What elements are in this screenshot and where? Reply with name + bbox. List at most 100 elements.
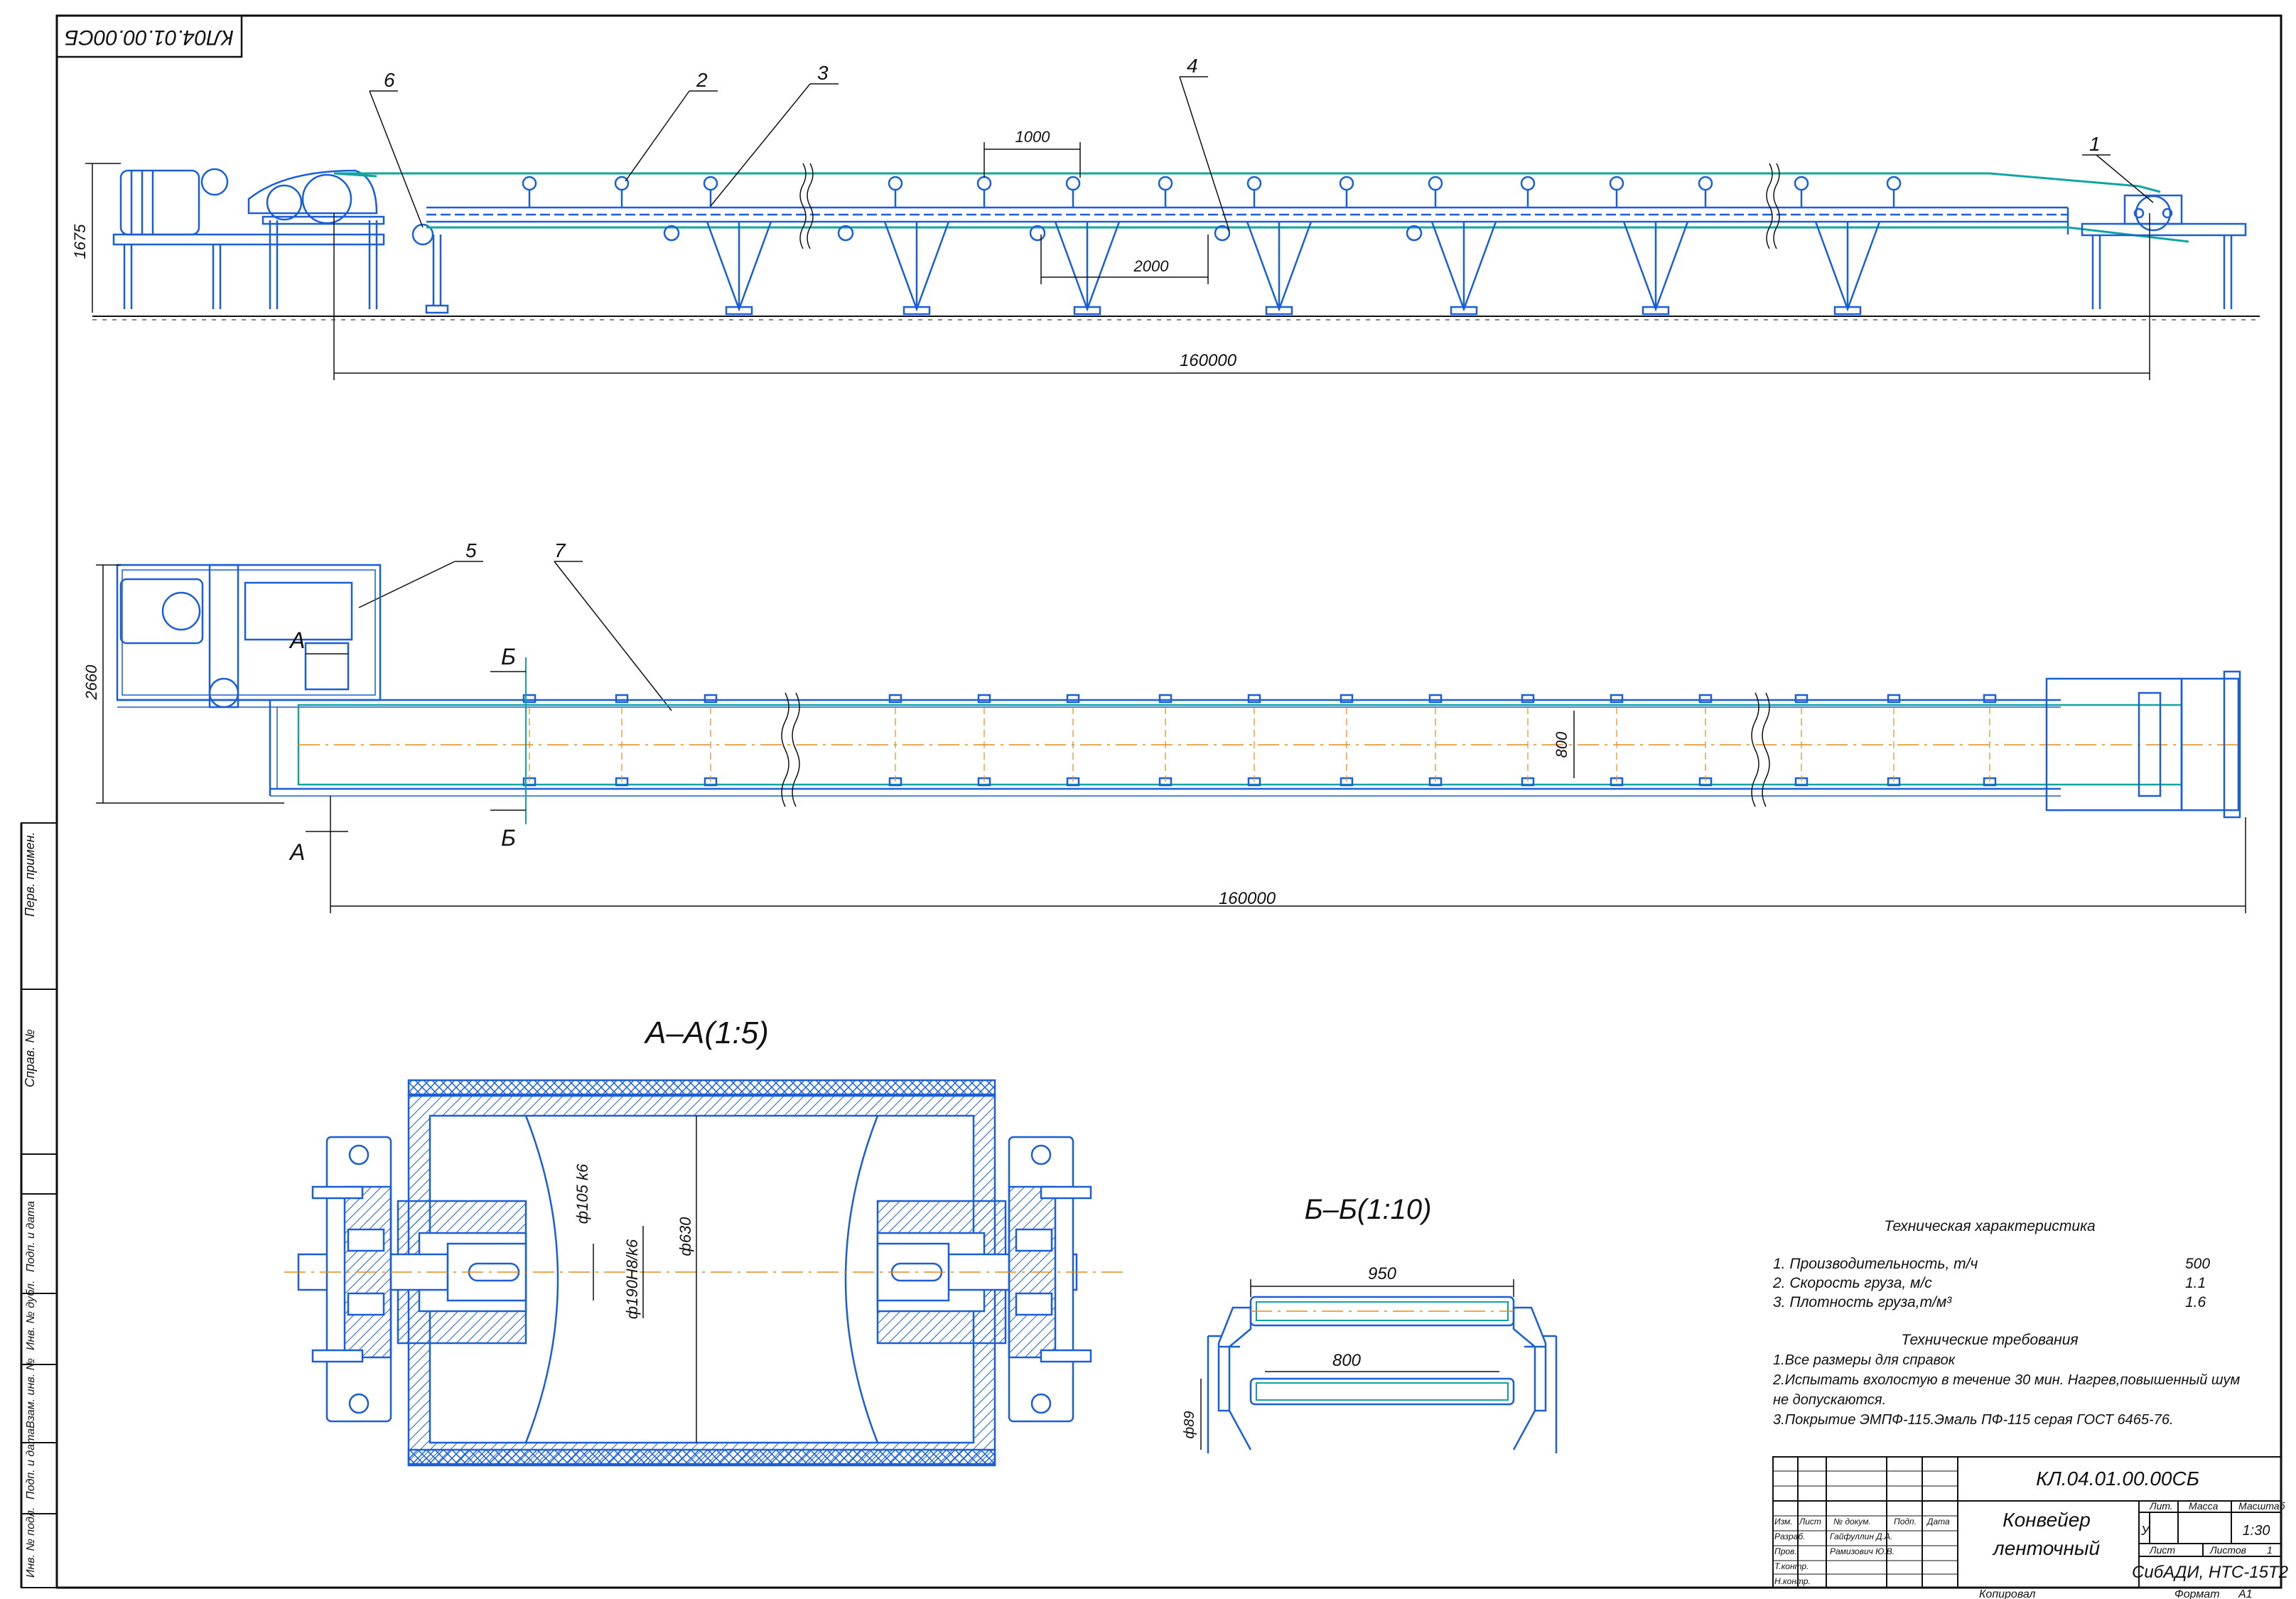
spec-3-value: 1.6 [2185,1294,2206,1310]
section-bb-title: Б–Б(1:10) [1305,1194,1432,1225]
dim-belt: 800 [1553,731,1570,758]
section-aa [284,1079,1123,1467]
section-b-bottom: Б [501,825,516,851]
side-stamp: Перв. примен. Справ. № Подп. и дата Инв.… [21,822,58,1588]
section-bb-dims [1200,1279,1514,1450]
plan-idler-top [522,694,537,704]
plan-idler-top [1887,694,1901,704]
leg-foot [1073,306,1101,316]
side-view [92,163,2260,321]
upper-idler [1158,176,1173,191]
plan-view [116,564,2241,819]
tb-lit-value: У [2140,1524,2150,1538]
title-block-text: КЛ.04.01.00.00СБ Конвейер ленточный Лит.… [1774,1468,2288,1599]
tb-name-row-1: Гайфуллин Д.А. [1830,1531,1892,1541]
requirement-3: не допускаются. [1773,1392,1886,1408]
plan-idler-rows [522,694,1997,787]
side-dimensions [85,142,2150,380]
plan-idler-top [1983,694,1997,704]
stamp-podp1: Подп. и дата [25,1201,37,1272]
tb-hdr-list: Лист [1799,1517,1821,1527]
requirements-title: Технические требования [1901,1332,2078,1348]
tb-format: Формат [2174,1588,2220,1599]
dim-bearing: ф190Н8/k6 [623,1239,641,1319]
plan-idler-top [704,694,718,704]
callout-2: 2 [696,69,708,91]
spec-2-label: 2. Скорость груза, м/с [1772,1275,1932,1291]
tb-role-1: Разраб. [1774,1531,1805,1541]
requirement-4: 3.Покрытие ЭМПФ-115.Эмаль ПФ-115 серая Г… [1773,1412,2174,1428]
return-idler [1214,225,1231,242]
dim-bb-inner: 800 [1332,1351,1362,1370]
tb-col-scale: Масштаб [2238,1500,2286,1512]
tb-role-3: Т.контр. [1774,1561,1809,1571]
leg-foot [1450,306,1478,316]
plan-idler-top [1521,694,1535,704]
dim-shaft: ф105 k6 [573,1163,591,1224]
plan-gearbox [244,581,353,641]
tb-copied: Копировал [1979,1588,2036,1599]
specifications: Техническая характеристика 1. Производит… [1772,1218,2241,1428]
section-a-bottom: А [289,839,305,865]
stamp-podl: Инв. № подл. [25,1507,37,1578]
tb-hdr-podp: Подп. [1894,1517,1917,1527]
spec-1-label: 1. Производительность, т/ч [1773,1256,1978,1272]
tb-col-mass: Масса [2189,1500,2219,1512]
idler-rollers [522,176,1902,242]
requirement-1: 1.Все размеры для справок [1773,1352,1956,1368]
upper-idler [522,176,537,191]
callout-4: 4 [1187,55,1198,77]
tail-pulley [2123,194,2183,225]
tb-hdr-izm: Изм. [1774,1517,1793,1527]
tb-role-5: Н.контр. [1774,1576,1811,1586]
stamp-dubl: Инв. № дубл. [25,1281,37,1350]
return-idler [837,225,854,242]
plan-idler-top [1158,694,1173,704]
specs-title: Техническая характеристика [1884,1218,2095,1234]
requirement-2: 2.Испытать вхолостую в течение 30 мин. Н… [1772,1372,2241,1388]
tb-sheets: Листов [2209,1544,2246,1556]
stamp-podp2: Подп. и дата [25,1428,37,1500]
tb-format-value: A1 [2238,1588,2253,1599]
section-aa-dims [593,1116,697,1443]
dim-width: 2660 [82,664,100,701]
upper-idler [1609,176,1624,191]
motor [119,169,200,236]
callout-1: 1 [2089,133,2101,155]
upper-idler [1698,176,1713,191]
upper-idler [1339,176,1354,191]
section-bb [1207,1296,1558,1453]
upper-idler [1428,176,1443,191]
plan-idler-top [1794,694,1809,704]
callout-7: 7 [554,539,566,561]
tb-name-1: Конвейер [2003,1509,2091,1531]
tb-hdr-doc: № докум. [1833,1517,1871,1527]
plan-idler-top [615,694,629,704]
upper-idler [888,176,903,191]
return-idler [1406,225,1423,242]
tb-sheets-value: 1 [2267,1544,2273,1556]
gearbox [247,169,378,215]
upper-idler [1065,176,1081,191]
plan-idler-top [1066,694,1080,704]
tb-scale-value: 1:30 [2243,1523,2270,1539]
dim-bb-roller: ф89 [1182,1411,1197,1439]
upper-idler [976,176,992,191]
section-b-top: Б [501,644,516,669]
upper-idler [1794,176,1809,191]
tb-code: КЛ.04.01.00.00СБ [2036,1468,2199,1490]
spec-3-label: 3. Плотность груза,т/м³ [1773,1294,1952,1310]
spec-1-value: 500 [2185,1256,2210,1272]
plan-idler-top [977,694,991,704]
section-aa-title: А–А(1:5) [643,1016,769,1050]
leg-foot [1642,306,1670,316]
callout-3: 3 [817,62,829,84]
leg-foot [902,306,931,316]
plan-idler-top [1340,694,1354,704]
section-a-top: А [289,628,305,653]
dim-length-plan: 160000 [1219,889,1276,908]
upper-idler [703,176,718,191]
tb-role-2: Пров. [1774,1546,1797,1556]
leg-foot [1833,306,1862,316]
